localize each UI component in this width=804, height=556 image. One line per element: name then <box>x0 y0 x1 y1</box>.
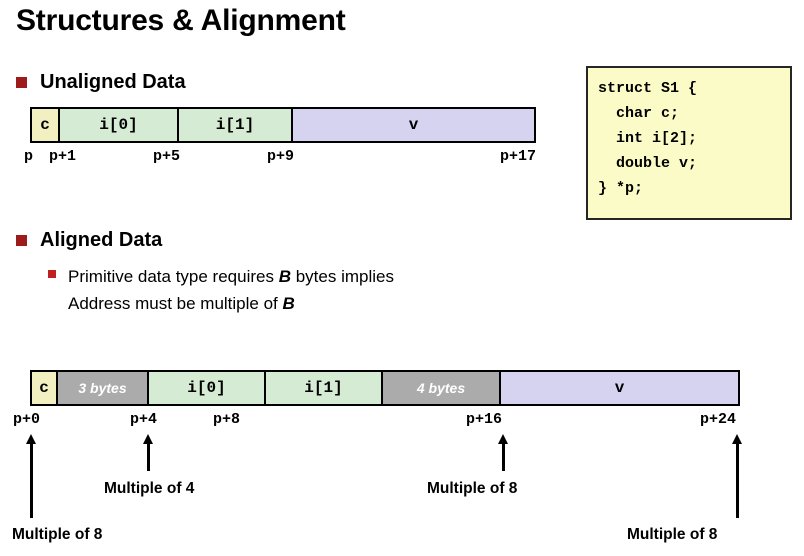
page-title: Structures & Alignment <box>16 4 346 37</box>
addr-tick-p1: p+1 <box>49 148 77 165</box>
code-block-text: struct S1 { char c; int i[2]; double v; … <box>598 80 698 197</box>
addr-tick-p8: p+8 <box>213 411 241 428</box>
addr-tick-p0: p+0 <box>13 411 41 428</box>
section-label-aligned: Aligned Data <box>40 229 163 251</box>
sub-bullet-line2-pre: Address must be multiple of <box>68 294 283 313</box>
unaligned-memory-bar: c i[0] i[1] v <box>30 107 536 143</box>
memory-cell-i1: i[1] <box>179 109 293 141</box>
addr-tick-p24: p+24 <box>700 411 737 428</box>
addr-tick-p16: p+16 <box>466 411 503 428</box>
addr-tick-p: p <box>24 148 34 165</box>
arrow-multiple-of-4 <box>143 434 153 471</box>
addr-tick-p17: p+17 <box>500 148 537 165</box>
sub-bullet-line1-pre: Primitive data type requires <box>68 267 279 286</box>
memory-cell-padding-4: 4 bytes <box>383 372 501 404</box>
code-block: struct S1 { char c; int i[2]; double v; … <box>586 66 792 220</box>
annotation-multiple-of-8-mid: Multiple of 8 <box>427 480 518 497</box>
padding-label: 4 bytes <box>416 380 466 396</box>
arrow-multiple-of-8-right <box>732 434 742 518</box>
annotation-multiple-of-8-right: Multiple of 8 <box>627 526 718 543</box>
arrow-multiple-of-8-left <box>26 434 36 518</box>
small-square-bullet-icon <box>48 270 56 278</box>
square-bullet-icon <box>16 235 27 246</box>
memory-cell-padding-3: 3 bytes <box>58 372 149 404</box>
memory-cell-c: c <box>32 109 60 141</box>
arrow-multiple-of-8-mid <box>498 434 508 471</box>
memory-cell-i0: i[0] <box>149 372 266 404</box>
section-heading-aligned: Aligned Data <box>16 228 162 252</box>
annotation-multiple-of-4: Multiple of 4 <box>104 480 195 497</box>
memory-cell-i1: i[1] <box>266 372 383 404</box>
aligned-memory-bar: c 3 bytes i[0] i[1] 4 bytes v <box>30 370 740 406</box>
sub-bullet-line1-emphasis: B <box>278 267 291 286</box>
addr-tick-p4: p+4 <box>130 411 158 428</box>
padding-label: 3 bytes <box>78 380 127 396</box>
memory-cell-v: v <box>293 109 534 141</box>
sub-bullet-text: Primitive data type requires B bytes imp… <box>68 263 394 317</box>
section-label-unaligned: Unaligned Data <box>40 71 186 93</box>
memory-cell-v: v <box>501 372 738 404</box>
annotation-multiple-of-8-left: Multiple of 8 <box>12 526 103 543</box>
addr-tick-p9: p+9 <box>267 148 295 165</box>
sub-bullet-line1-post: bytes implies <box>290 267 394 286</box>
memory-cell-i0: i[0] <box>60 109 179 141</box>
addr-tick-p5: p+5 <box>153 148 181 165</box>
square-bullet-icon <box>16 77 27 88</box>
sub-bullet-alignment-rule: Primitive data type requires B bytes imp… <box>48 263 394 317</box>
sub-bullet-line2-emphasis: B <box>282 294 295 313</box>
memory-cell-c: c <box>32 372 58 404</box>
section-heading-unaligned: Unaligned Data <box>16 70 186 94</box>
